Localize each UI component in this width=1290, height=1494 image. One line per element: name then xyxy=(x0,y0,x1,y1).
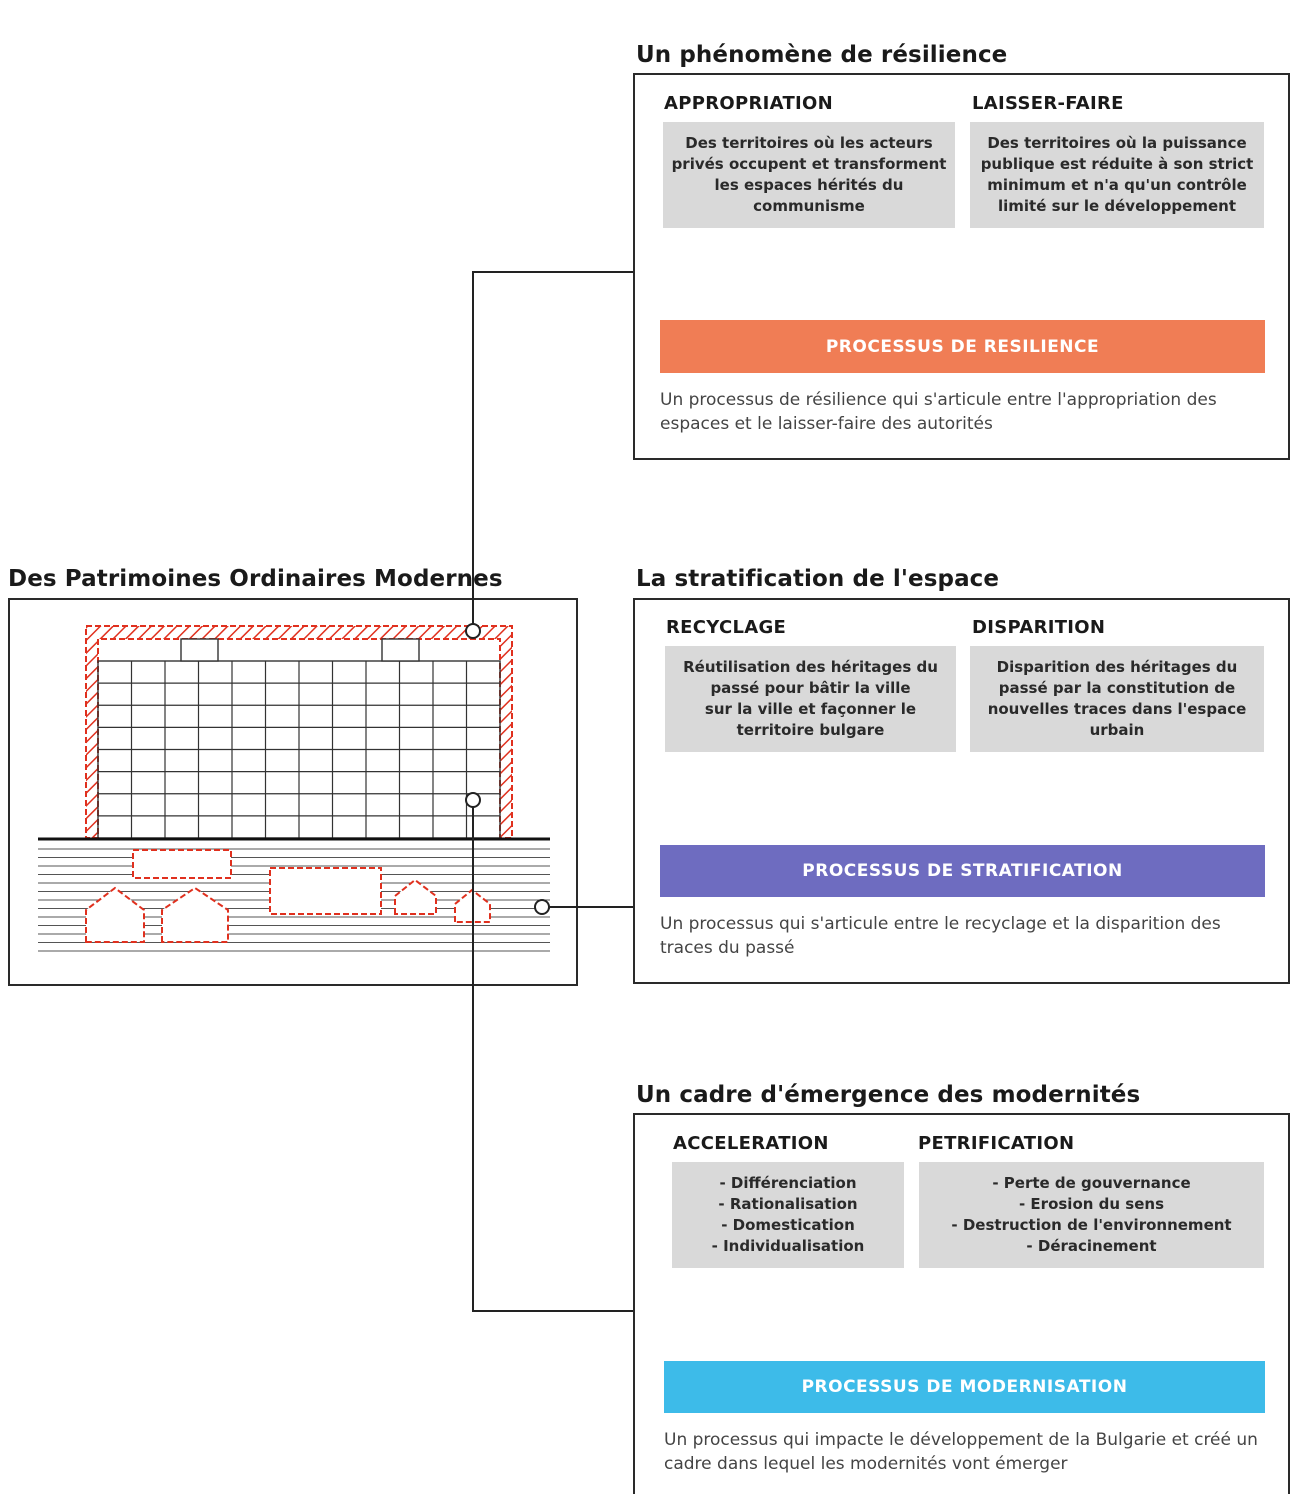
label-petrification: PETRIFICATION xyxy=(918,1133,1075,1154)
ground-strata xyxy=(38,837,550,952)
process-stratification-bar: PROCESSUS DE STRATIFICATION xyxy=(660,845,1265,897)
building-facade xyxy=(85,625,513,839)
note-stratification: Un processus qui s'articule entre le rec… xyxy=(660,914,1221,958)
desc-petrification: - Perte de gouvernance - Erosion du sens… xyxy=(919,1162,1264,1268)
buried-house-trace xyxy=(85,886,145,943)
label-acceleration: ACCELERATION xyxy=(673,1133,829,1154)
section-title-modernites: Un cadre d'émergence des modernités xyxy=(636,1082,1141,1108)
buried-house-trace xyxy=(161,886,229,943)
process-resilience-bar: PROCESSUS DE RESILIENCE xyxy=(660,320,1265,373)
section-title-stratification: La stratification de l'espace xyxy=(636,566,1000,592)
connector-node xyxy=(465,792,481,808)
connector-resilience xyxy=(472,271,635,631)
label-disparition: DISPARITION xyxy=(972,617,1106,638)
note-resilience: Un processus de résilience qui s'articul… xyxy=(660,390,1217,434)
desc-acceleration: - Différenciation - Rationalisation - Do… xyxy=(672,1162,904,1268)
desc-appropriation: Des territoires où les acteurs privés oc… xyxy=(663,122,955,228)
building-tower xyxy=(180,638,219,662)
left-title: Des Patrimoines Ordinaires Modernes xyxy=(8,566,503,592)
buried-trace xyxy=(269,867,382,915)
building-tower xyxy=(381,638,420,662)
label-appropriation: APPROPRIATION xyxy=(664,93,834,114)
section-title-resilience: Un phénomène de résilience xyxy=(636,42,1008,68)
connector-modernites xyxy=(472,801,635,1312)
desc-recyclage: Réutilisation des héritages du passé pou… xyxy=(665,646,956,752)
buried-trace xyxy=(132,849,232,879)
process-modernisation-bar: PROCESSUS DE MODERNISATION xyxy=(664,1361,1265,1413)
buried-house-trace xyxy=(394,878,437,915)
label-recyclage: RECYCLAGE xyxy=(666,617,787,638)
desc-disparition: Disparition des héritages du passé par l… xyxy=(970,646,1264,752)
connector-node xyxy=(465,623,481,639)
label-laisser-faire: LAISSER-FAIRE xyxy=(972,93,1124,114)
note-modernisation: Un processus qui impacte le développemen… xyxy=(664,1430,1258,1474)
desc-laisser-faire: Des territoires où la puissance publique… xyxy=(970,122,1264,228)
connector-node xyxy=(534,899,550,915)
